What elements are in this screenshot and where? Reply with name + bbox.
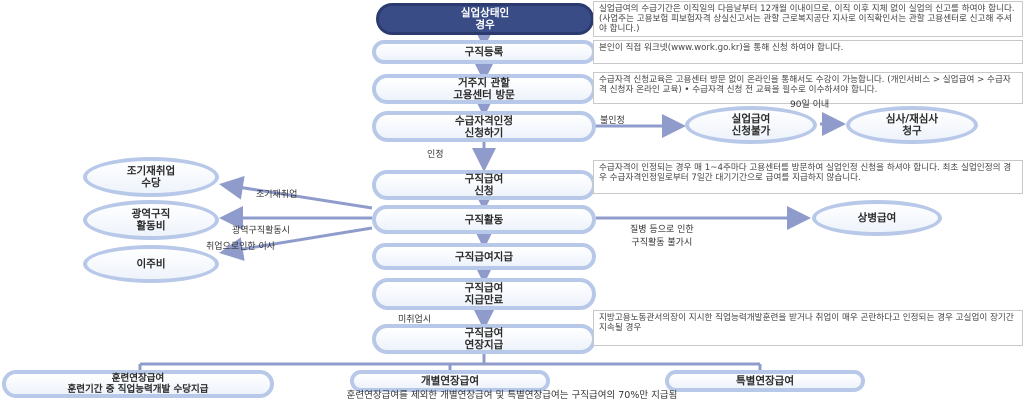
- label-not-employed: 미취업시: [398, 315, 432, 325]
- label-recognized: 인정: [427, 150, 444, 160]
- apply-benefit-node: 구직급여 신청: [372, 170, 596, 200]
- register-node: 구직등록: [372, 40, 596, 64]
- early-reemploy-node: 조기재취업 수당: [83, 157, 219, 197]
- review-node: 심사/재심사 청구: [846, 106, 978, 144]
- unemployed-recognition-node: 실업급여 신청불가: [685, 106, 817, 144]
- note-worknet: 본인이 직접 워크넷(www.work.go.kr)을 통해 신청 하여야 합니…: [593, 40, 1023, 64]
- special-ext-node: 특별연장급여: [665, 370, 865, 392]
- wide-area-node: 광역구직 활동비: [83, 200, 219, 240]
- label-relocation: 취업으로인한 이사: [206, 242, 276, 252]
- note-recognition: 수급자격이 인정되는 경우 매 1~4주마다 고용센터를 방문하여 실업인정 신…: [593, 160, 1023, 194]
- note-extension: 지방고용노동관서의장이 지시한 직업능력개발훈련을 받거나 취업이 매우 곤란하…: [593, 310, 1023, 346]
- footer-note: 훈련연장급여를 제외한 개별연장급여 및 특별연장급여는 구직급여의 70%만 …: [346, 390, 678, 401]
- label-90-days: 90일 이내: [790, 100, 830, 110]
- individual-ext-node: 개별연장급여: [350, 370, 550, 392]
- start-node: 실업상태인 경우: [376, 3, 594, 35]
- sick-node: 상병급여: [812, 200, 942, 236]
- note-report-period: 실업급여의 수급기간은 이직일의 다음날부터 12개월 이내이므로, 이직 이후…: [593, 1, 1023, 37]
- relocation-node: 이주비: [83, 245, 219, 283]
- arrow-to-early: [219, 175, 373, 210]
- apply-node: 수급자격인정 신청하기: [372, 111, 596, 142]
- label-sickness: 질병 등으로 인한 구직활동 불가시: [630, 225, 694, 248]
- training-ext-node: 훈련연장급여 훈련기간 중 직업능력개발 수당지급: [2, 370, 274, 398]
- label-early-reemploy: 조기재취업: [256, 190, 298, 200]
- extension-node: 구직급여 연장지급: [372, 324, 596, 354]
- arrow-to-move: [219, 226, 373, 261]
- label-rejected: 불인정: [600, 116, 625, 126]
- end-node: 구직급여 지급만료: [372, 278, 596, 310]
- label-wide-search: 광역구직활동시: [232, 226, 290, 236]
- pay-node: 구직급여지급: [372, 243, 596, 270]
- note-education: 수급자격 신청교육은 고용센터 방문 없이 온라인을 통해서도 수강이 가능합니…: [593, 72, 1023, 104]
- center-visit-node: 거주지 관할 고용센터 방문: [372, 74, 596, 104]
- job-search-node: 구직활동: [372, 205, 596, 234]
